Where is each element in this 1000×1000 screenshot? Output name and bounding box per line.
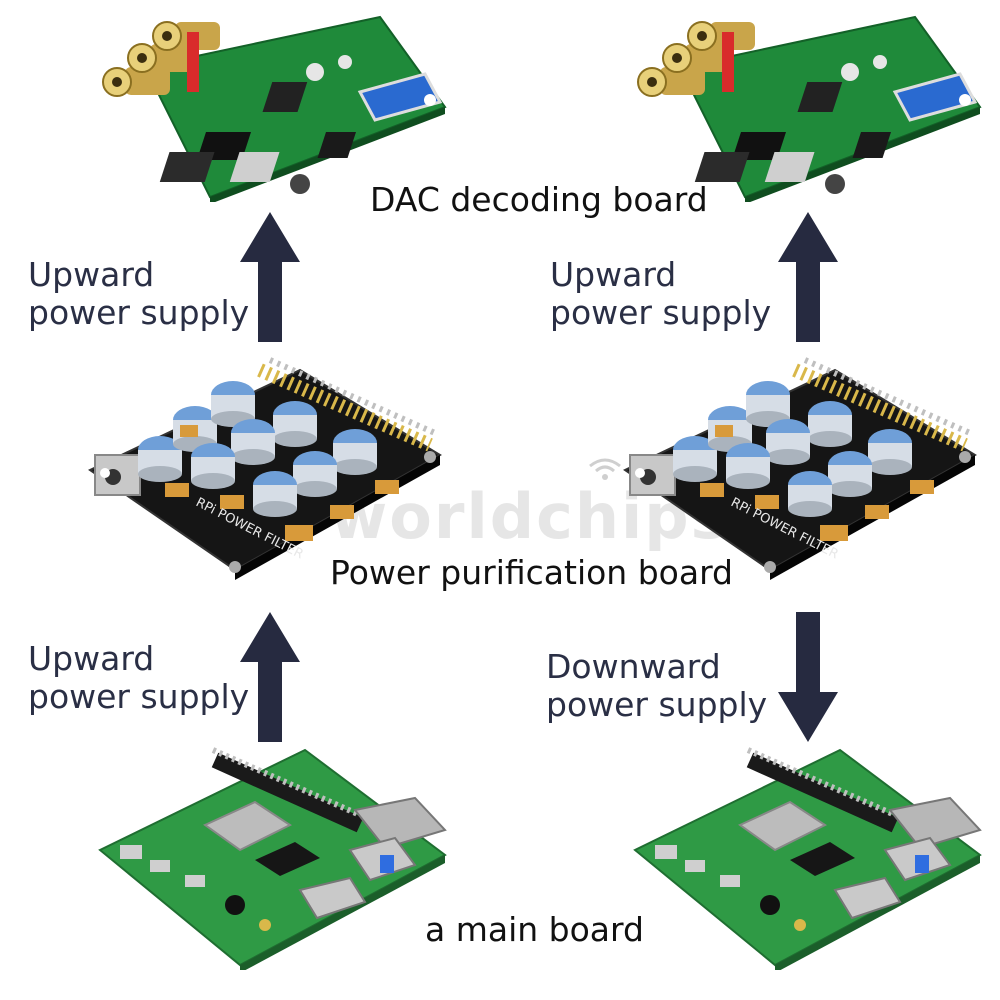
dac-board-left (95, 12, 450, 202)
label-top-right: Upward power supply (550, 256, 771, 332)
main-board-left (95, 740, 450, 970)
arrow-down-bottom-right (778, 612, 838, 742)
label-top-left: Upward power supply (28, 256, 249, 332)
label-top-right-line2: power supply (550, 294, 771, 332)
arrow-up-top-right (778, 212, 838, 342)
caption-main-board: a main board (425, 910, 644, 949)
wifi-watermark-icon (585, 452, 625, 482)
label-bottom-left-line1: Upward (28, 640, 249, 678)
label-top-right-line1: Upward (550, 256, 771, 294)
label-top-left-line2: power supply (28, 294, 249, 332)
label-bottom-left-line2: power supply (28, 678, 249, 716)
label-bottom-left: Upward power supply (28, 640, 249, 716)
caption-power-purification-board: Power purification board (330, 553, 733, 592)
label-bottom-right-line1: Downward (546, 648, 767, 686)
label-bottom-right: Downward power supply (546, 648, 767, 724)
main-board-right (630, 740, 985, 970)
label-bottom-right-line2: power supply (546, 686, 767, 724)
label-top-left-line1: Upward (28, 256, 249, 294)
caption-dac-board: DAC decoding board (370, 180, 708, 219)
dac-board-right (630, 12, 985, 202)
